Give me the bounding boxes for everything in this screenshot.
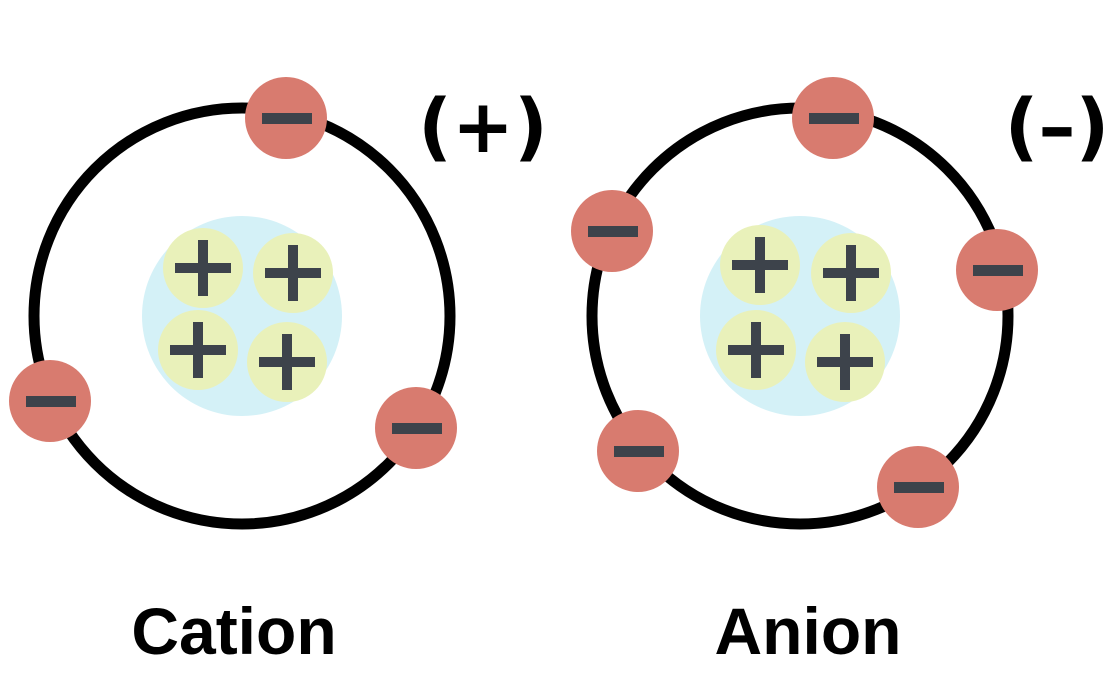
cation-charge-label: (+) bbox=[418, 84, 548, 170]
electron bbox=[375, 387, 457, 469]
anion-caption: Anion bbox=[715, 594, 902, 668]
minus-sign-icon bbox=[26, 396, 76, 407]
plus-sign-icon bbox=[817, 334, 873, 390]
electron bbox=[571, 190, 653, 272]
plus-sign-icon bbox=[823, 245, 879, 301]
anion-diagram: (–) Anion bbox=[571, 77, 1109, 668]
minus-sign-icon bbox=[973, 265, 1023, 276]
plus-sign-icon bbox=[265, 245, 321, 301]
cation-diagram: (+) Cation bbox=[9, 77, 548, 668]
plus-sign-icon bbox=[728, 322, 784, 378]
proton bbox=[158, 310, 238, 390]
electron bbox=[597, 410, 679, 492]
plus-sign-icon bbox=[175, 240, 231, 296]
electron bbox=[792, 77, 874, 159]
minus-sign-icon bbox=[809, 113, 859, 124]
cation-orbit bbox=[28, 102, 456, 530]
electron bbox=[9, 360, 91, 442]
proton bbox=[720, 225, 800, 305]
electron bbox=[956, 229, 1038, 311]
minus-sign-icon bbox=[614, 446, 664, 457]
cation-caption: Cation bbox=[131, 594, 336, 668]
proton bbox=[163, 228, 243, 308]
electron bbox=[877, 446, 959, 528]
minus-sign-icon bbox=[262, 113, 312, 124]
plus-sign-icon bbox=[732, 237, 788, 293]
electron bbox=[245, 77, 327, 159]
proton bbox=[716, 310, 796, 390]
proton bbox=[811, 233, 891, 313]
minus-sign-icon bbox=[392, 423, 442, 434]
anion-charge-label: (–) bbox=[1005, 84, 1110, 170]
proton bbox=[805, 322, 885, 402]
minus-sign-icon bbox=[894, 482, 944, 493]
proton bbox=[247, 322, 327, 402]
minus-sign-icon bbox=[588, 226, 638, 237]
proton bbox=[253, 233, 333, 313]
plus-sign-icon bbox=[170, 322, 226, 378]
plus-sign-icon bbox=[259, 334, 315, 390]
